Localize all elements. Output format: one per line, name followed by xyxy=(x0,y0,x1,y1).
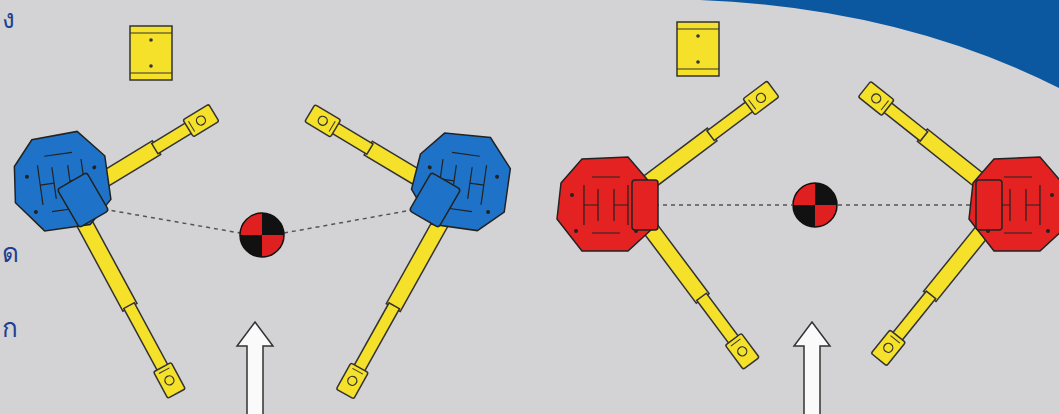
side-text: ง xyxy=(2,6,15,32)
side-text: ด xyxy=(2,240,19,266)
side-text: ก xyxy=(2,315,18,341)
